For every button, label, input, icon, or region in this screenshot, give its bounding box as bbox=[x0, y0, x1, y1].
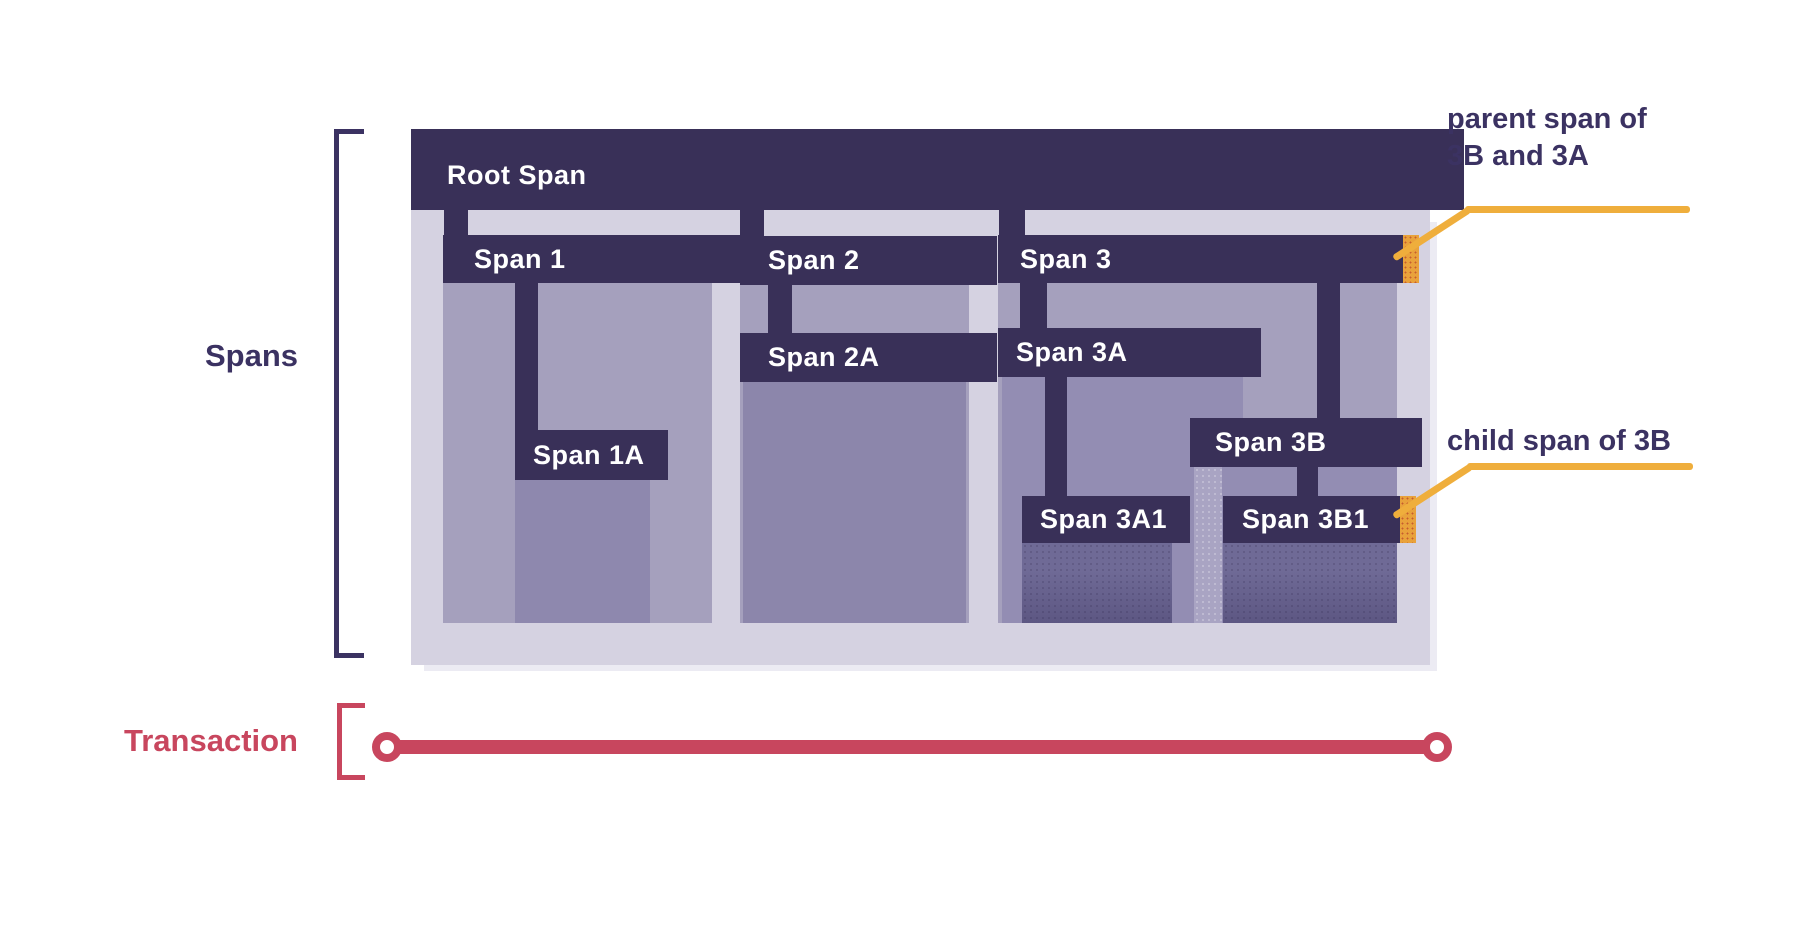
spans-bracket bbox=[334, 129, 364, 658]
transaction-end-circle-icon bbox=[1422, 732, 1452, 762]
span2a-child-block bbox=[743, 382, 966, 623]
span3-bar: Span 3 bbox=[998, 235, 1419, 283]
child-callout-horizontal-line bbox=[1467, 463, 1693, 470]
connector-root-to-span1 bbox=[444, 210, 468, 237]
span3b-children-left-strip bbox=[1194, 467, 1222, 623]
connector-span1-to-span1a bbox=[515, 283, 538, 432]
span3a1-label: Span 3A1 bbox=[1040, 504, 1168, 534]
root-span-bar: Root Span bbox=[411, 129, 1464, 210]
connector-span3-to-span3b bbox=[1317, 283, 1340, 420]
span3a-bar: Span 3A bbox=[998, 328, 1261, 377]
transaction-timeline-line bbox=[387, 740, 1437, 754]
span3-label: Span 3 bbox=[1020, 243, 1112, 274]
parent-span-annotation-line2: 3B and 3A bbox=[1447, 140, 1589, 172]
connector-span2-to-span2a bbox=[768, 283, 792, 335]
connector-root-to-span2 bbox=[740, 210, 764, 238]
span1a-label: Span 1A bbox=[533, 439, 645, 470]
span3a-label: Span 3A bbox=[1016, 337, 1128, 367]
span3b-label: Span 3B bbox=[1215, 427, 1327, 457]
connector-root-to-span3 bbox=[999, 210, 1025, 237]
spans-label: Spans bbox=[204, 338, 298, 373]
span1a-bar: Span 1A bbox=[515, 430, 668, 480]
connector-span3-to-span3a bbox=[1020, 283, 1047, 330]
span3a1-bar: Span 3A1 bbox=[1022, 496, 1190, 543]
child-span-annotation: child span of 3B bbox=[1447, 425, 1671, 457]
transaction-label: Transaction bbox=[124, 723, 298, 758]
span3b1-child-block bbox=[1223, 543, 1397, 623]
parent-callout-horizontal-line bbox=[1465, 206, 1690, 213]
transaction-bracket bbox=[337, 703, 365, 780]
span1-bar: Span 1 bbox=[443, 235, 743, 283]
parent-span-annotation-line1: parent span of bbox=[1447, 103, 1647, 135]
span3b-bar: Span 3B bbox=[1190, 418, 1422, 467]
parent-span-annotation: parent span of 3B and 3A bbox=[1447, 101, 1647, 175]
span3b1-label: Span 3B1 bbox=[1242, 504, 1370, 534]
span1a-child-block bbox=[515, 480, 650, 623]
root-span-label: Root Span bbox=[447, 160, 587, 190]
span2a-label: Span 2A bbox=[768, 342, 880, 372]
span3a1-child-block bbox=[1022, 543, 1172, 623]
transaction-start-circle-icon bbox=[372, 732, 402, 762]
connector-span3b-to-span3b1 bbox=[1297, 467, 1318, 498]
span2a-bar: Span 2A bbox=[740, 333, 997, 382]
span2-label: Span 2 bbox=[768, 245, 860, 275]
span2-bar: Span 2 bbox=[740, 236, 997, 285]
span1-label: Span 1 bbox=[474, 243, 566, 274]
span3b1-bar: Span 3B1 bbox=[1223, 496, 1416, 543]
connector-span3a-to-span3a1 bbox=[1045, 377, 1067, 498]
